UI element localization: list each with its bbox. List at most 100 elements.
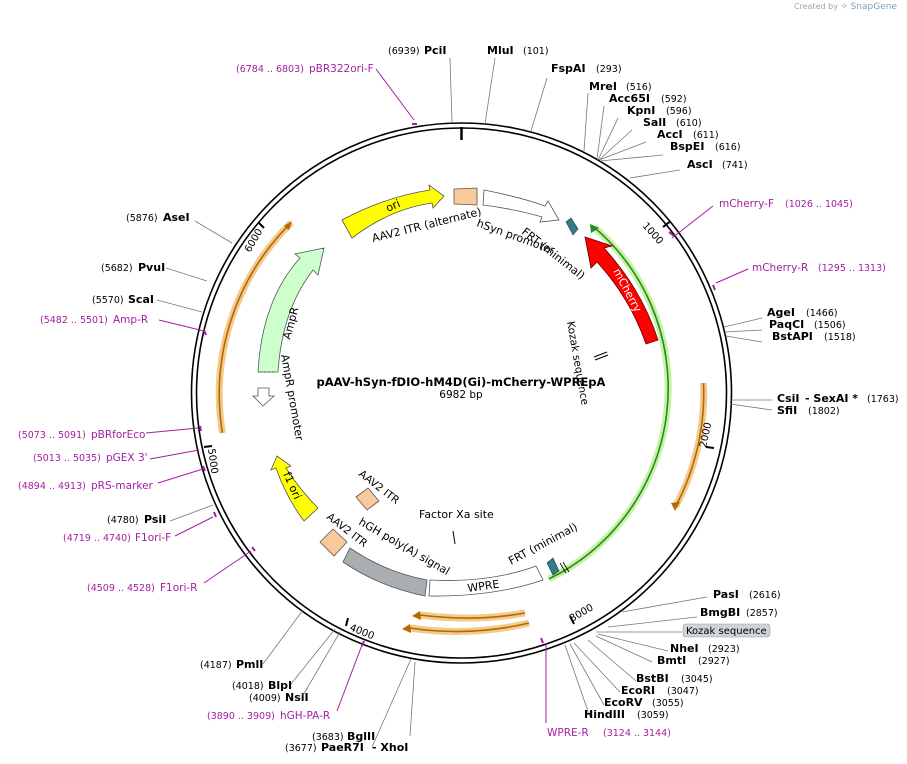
site-name-nsii[interactable]: NsiI — [285, 691, 309, 704]
primer-name-mcherry-f[interactable]: mCherry-F — [719, 198, 774, 210]
site-pos-psii: (4780) — [107, 515, 139, 526]
f1-ori-feature[interactable] — [270, 455, 319, 522]
site-name-pvui[interactable]: PvuI — [138, 261, 165, 274]
site-name-xhoi[interactable]: - XhoI — [372, 741, 408, 754]
tick-mark-3000 — [569, 615, 575, 625]
ampr-promoter-feature[interactable] — [252, 387, 276, 407]
orange-arrowhead-right — [671, 502, 680, 511]
ampr-promoter-label: AmpR promoter — [278, 353, 306, 442]
site-name-sali[interactable]: SalI — [643, 116, 666, 129]
site-name-bstapi[interactable]: BstAPI — [772, 330, 813, 343]
ori-feature[interactable] — [341, 184, 445, 239]
site-name-kpni[interactable]: KpnI — [627, 104, 655, 117]
site-pos-bspei: (616) — [715, 142, 741, 153]
plasmid-name: pAAV-hSyn-fDIO-hM4D(Gi)-mCherry-WPREpA — [317, 375, 606, 389]
primer-range-f1ori-r: (4509 .. 4528) — [87, 583, 155, 594]
site-name-acc65i[interactable]: Acc65I — [609, 92, 650, 105]
site-name-acci[interactable]: AccI — [657, 128, 683, 141]
site-name-csii[interactable]: CsiI — [777, 392, 799, 405]
primer-range-pgex-3: (5013 .. 5035) — [33, 453, 101, 464]
site-pos-kpni: (596) — [666, 106, 692, 117]
site-name-sfii[interactable]: SfiI — [777, 404, 797, 417]
backbone-outer-strand — [190, 122, 733, 664]
tick-label-5000: 5000 — [205, 448, 219, 475]
tick-mark-4000 — [345, 617, 349, 627]
frt-top-feature[interactable] — [565, 217, 579, 236]
site-name-hindiii[interactable]: HindIII — [584, 708, 625, 721]
site-name-bmgbi[interactable]: BmgBI — [700, 606, 740, 619]
primer-name-pbrforeco[interactable]: pBRforEco — [91, 429, 145, 441]
tick-mark-1000 — [662, 221, 671, 228]
kozak-inner-mark-b — [594, 354, 609, 361]
primer-mark-f1ori-f — [213, 511, 217, 518]
kozak-inner-label: Kozak sequence — [564, 320, 591, 406]
site-name-ecorv[interactable]: EcoRV — [604, 696, 643, 709]
site-name-paer7i[interactable]: PaeR7I — [321, 741, 364, 754]
primer-mark-mcherry-f — [668, 231, 675, 237]
site-pos-paqci: (1506) — [814, 320, 846, 331]
primer-name-pbr322ori-f[interactable]: pBR322ori-F — [309, 63, 374, 75]
site-pos-sfii: (1802) — [808, 406, 840, 417]
kozak-outer-badge[interactable] — [682, 623, 771, 638]
site-name-pcii[interactable]: PciI — [424, 44, 446, 57]
primer-mark-f1ori-r — [251, 546, 256, 552]
site-name-mrei[interactable]: MreI — [589, 80, 617, 93]
factor-xa-mark — [452, 530, 456, 545]
site-name-blpi[interactable]: BlpI — [268, 679, 292, 692]
site-name-asei[interactable]: AseI — [163, 211, 190, 224]
ampr-feature[interactable] — [257, 247, 325, 373]
primer-name-wpre-r[interactable]: WPRE-R — [547, 727, 589, 739]
site-pos-nsii: (4009) — [249, 693, 281, 704]
site-name-ecori[interactable]: EcoRI — [621, 684, 655, 697]
primer-mark-wpre-r — [540, 637, 544, 644]
site-name-asci[interactable]: AscI — [687, 158, 713, 171]
primer-name-amp-r[interactable]: Amp-R — [113, 314, 148, 326]
aav2-itr-inner-feature[interactable] — [355, 487, 380, 511]
kozak-outer-label: Kozak sequence — [686, 626, 767, 637]
frt-bottom-mark-a — [559, 562, 567, 574]
primer-range-mcherry-r: (1295 .. 1313) — [818, 263, 886, 274]
site-name-pmli[interactable]: PmlI — [236, 658, 263, 671]
mcherry-label: mCherry — [610, 266, 644, 314]
site-name-nhei[interactable]: NheI — [670, 642, 699, 655]
mcherry-feature[interactable] — [584, 236, 659, 345]
site-name-agei[interactable]: AgeI — [767, 306, 795, 319]
site-name-bstbi[interactable]: BstBI — [636, 672, 669, 685]
green-orf-arrowhead — [590, 224, 599, 233]
site-name-paqci[interactable]: PaqCI — [769, 318, 804, 331]
site-name-sexai[interactable]: - SexAI * — [805, 392, 858, 405]
site-pos-acc65i: (592) — [661, 94, 687, 105]
site-name-bmti[interactable]: BmtI — [657, 654, 686, 667]
site-pos-scai: (5570) — [92, 295, 124, 306]
site-name-pasi[interactable]: PasI — [713, 588, 739, 601]
wpre-feature[interactable] — [428, 565, 544, 597]
primer-range-f1ori-f: (4719 .. 4740) — [63, 533, 131, 544]
site-name-mlui[interactable]: MluI — [487, 44, 514, 57]
primer-name-mcherry-r[interactable]: mCherry-R — [752, 262, 808, 274]
tick-label-2000: 2000 — [698, 421, 714, 448]
brand-created-by: Created by — [793, 2, 838, 11]
plasmid-size: 6982 bp — [439, 389, 483, 401]
orange-arrowhead-bottom-a — [412, 611, 421, 620]
site-pos-fspai: (293) — [596, 64, 622, 75]
orange-orf-bottom-b — [409, 622, 530, 633]
site-name-bspei[interactable]: BspEI — [670, 140, 704, 153]
aav2-itr-outer-feature[interactable] — [319, 528, 348, 557]
site-name-fspai[interactable]: FspAI — [551, 62, 586, 75]
primer-name-f1ori-r[interactable]: F1ori-R — [160, 582, 197, 594]
primer-name-hgh-pa-r[interactable]: hGH-PA-R — [280, 710, 330, 722]
hsyn-promoter-feature[interactable] — [482, 189, 560, 223]
site-name-psii[interactable]: PsiI — [144, 513, 166, 526]
primer-name-prs-marker[interactable]: pRS-marker — [91, 480, 154, 492]
frt-bottom-mark-b — [562, 561, 570, 573]
site-name-scai[interactable]: ScaI — [128, 293, 154, 306]
primer-name-pgex-3[interactable]: pGEX 3' — [106, 452, 148, 464]
tick-label-3000: 3000 — [568, 602, 596, 624]
aav2-itr-alternate-feature[interactable] — [453, 187, 478, 206]
primer-name-f1ori-f[interactable]: F1ori-F — [135, 532, 171, 544]
hgh-polya-feature[interactable] — [342, 547, 428, 597]
site-leader-lines — [156, 57, 773, 748]
frt-bottom-feature[interactable] — [546, 557, 560, 576]
primer-range-pbr322ori-f: (6784 .. 6803) — [236, 64, 304, 75]
site-name-bglii[interactable]: BglII — [347, 730, 375, 743]
